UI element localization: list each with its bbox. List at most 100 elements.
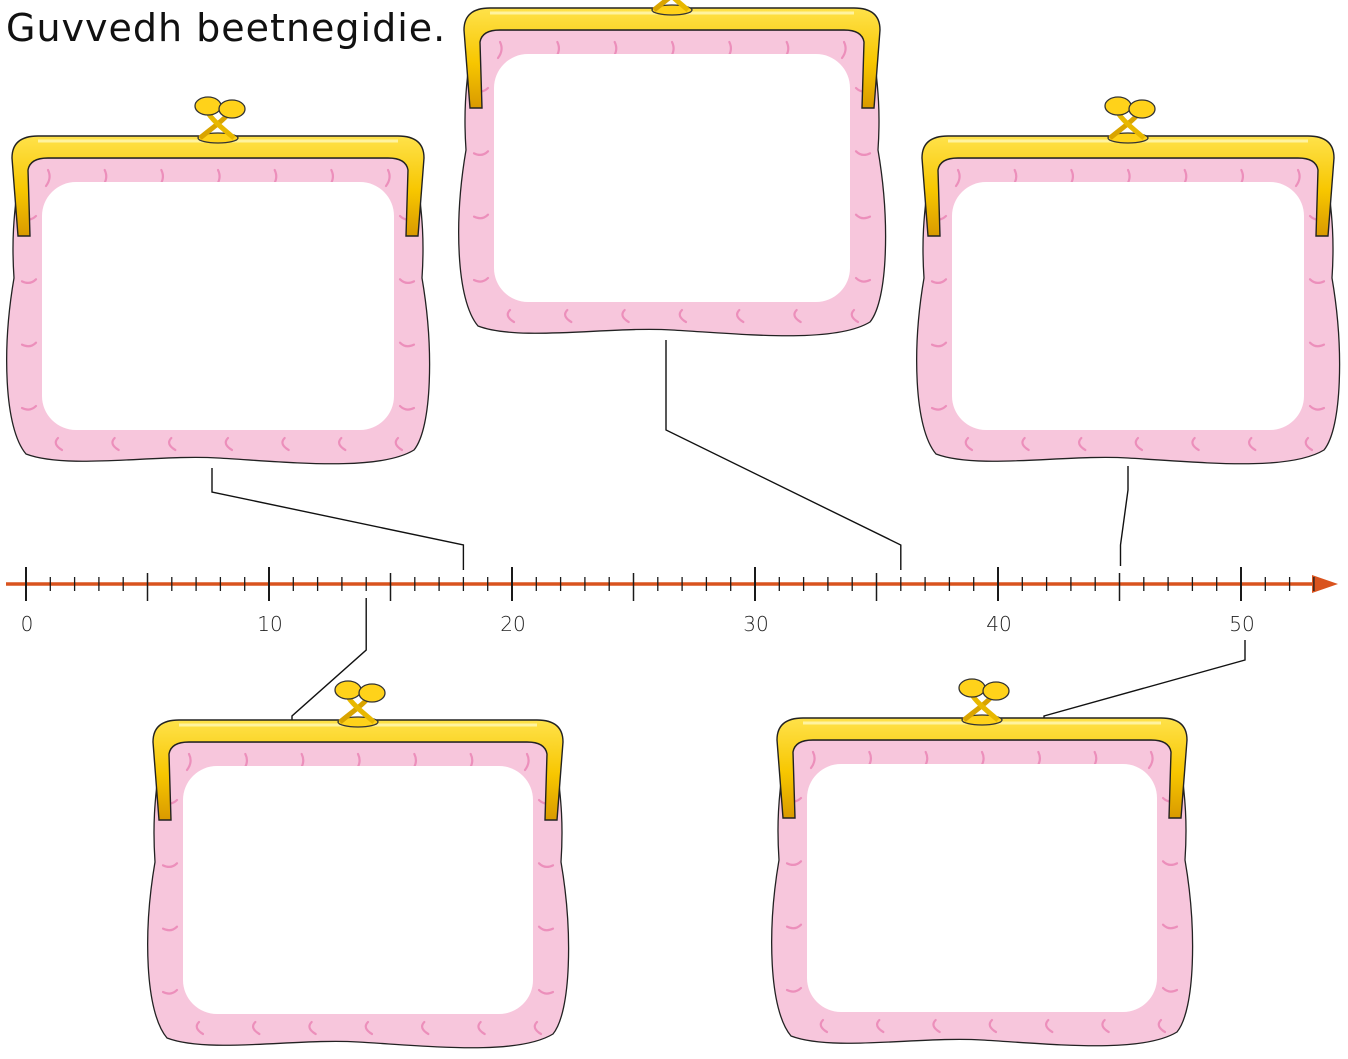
streak [537,988,555,995]
streak [398,341,416,348]
streak [854,150,872,157]
tick-label-30: 30 [743,612,768,636]
clasp-knob-left [194,96,222,116]
streak [523,752,530,772]
streak [964,436,974,452]
streak [930,278,948,285]
axis-arrowhead [1312,575,1338,593]
streak [1044,1018,1054,1034]
connector-purse-2 [665,340,902,570]
streak [854,213,872,220]
streak [621,308,630,324]
streak [167,436,177,452]
streak [472,276,490,283]
streak [1021,436,1030,452]
purse-frame [921,135,1335,237]
answer-box[interactable] [494,54,850,302]
streak [819,1018,829,1034]
tick-label-20: 20 [500,612,525,636]
streak [364,1020,374,1036]
streak [20,278,38,285]
streak [840,40,847,60]
streak [472,213,490,220]
clasp-icon [334,680,386,728]
streak [1294,168,1301,188]
streak [420,1020,430,1036]
clasp-knob-right [982,681,1010,701]
streak [20,341,38,348]
streak [337,436,347,452]
streak [398,404,416,411]
streak [111,436,120,452]
tick-label-10: 10 [257,612,282,636]
streak [932,1018,941,1034]
streak [785,986,803,993]
streak [1161,860,1179,867]
streak [1147,750,1154,770]
streak [1161,986,1179,993]
streak [384,168,391,188]
purse-frame [11,135,425,237]
streak [1161,923,1179,930]
streak [185,752,192,772]
purse-frame [152,719,564,821]
purse-frame [463,7,881,109]
streak [533,1020,543,1036]
clasp-knob-right [358,683,386,703]
answer-box[interactable] [42,182,394,430]
streak [678,308,688,324]
purse [771,678,1194,1047]
clasp-icon [651,0,693,16]
streak [44,168,51,188]
streak [1077,436,1087,452]
clasp-knob-left [958,678,986,698]
streak [1101,1018,1110,1034]
streak [1308,341,1326,348]
purse-pattern [785,750,1179,1034]
answer-box[interactable] [952,182,1304,430]
streak [20,404,38,411]
streak [1308,404,1326,411]
tick-label-50: 50 [1229,612,1254,636]
clasp-knob-right [1128,99,1156,119]
streak [1157,1018,1167,1034]
streak [930,404,948,411]
streak [398,278,416,285]
purse [147,680,570,1049]
tick-label-40: 40 [986,612,1011,636]
page-title: Guvvedh beetnegidie. [6,6,447,50]
connector-purse-3 [1119,466,1129,566]
streak [54,436,64,452]
answer-box[interactable] [807,764,1157,1012]
clasp-arm [672,0,690,12]
streak [394,436,404,452]
connector-purse-1 [211,468,465,570]
streak [563,308,573,324]
streak [954,168,961,188]
streak [537,862,555,869]
streak [785,860,803,867]
streak [1191,436,1200,452]
answer-box[interactable] [183,766,533,1014]
streak [785,923,803,930]
clasp-knob-right [218,99,246,119]
purse [458,0,887,337]
streak [1134,436,1144,452]
clasp-arm [652,0,671,12]
clasp-knob-left [334,680,362,700]
streak [854,276,872,283]
streak [1304,436,1314,452]
streak [161,862,179,869]
purses [6,0,1341,1049]
purse [6,96,431,465]
streak [735,308,745,324]
streak [224,436,234,452]
streak [281,436,290,452]
connector-lines [211,340,1246,748]
streak [930,341,948,348]
streak [793,308,802,324]
clasp-icon [1104,96,1156,144]
